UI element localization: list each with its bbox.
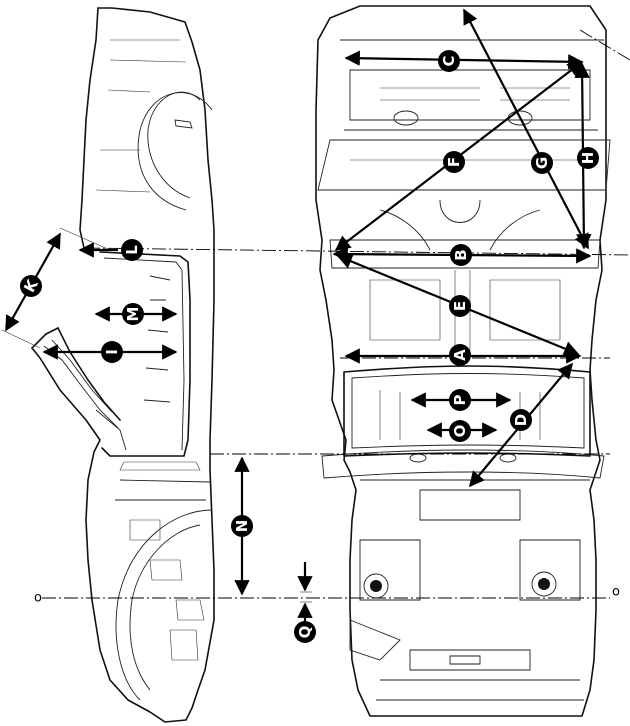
datum-left-symbol: o [34, 591, 42, 606]
svg-text:F: F [445, 157, 463, 167]
dimension-label-b: B [450, 244, 472, 266]
dimension-label-p: P [449, 389, 471, 411]
dimension-label-q: Q [294, 621, 316, 643]
dimension-label-h: H [577, 147, 599, 169]
svg-text:A: A [451, 349, 469, 361]
dimension-label-a: A [449, 344, 471, 366]
rear-reference-line [579, 29, 630, 61]
svg-text:B: B [452, 249, 470, 260]
svg-text:Q: Q [296, 626, 314, 639]
svg-text:D: D [512, 414, 530, 426]
dimension-label-o: O [449, 420, 471, 442]
dimension-line-g [463, 8, 589, 250]
dimension-label-m: M [122, 303, 144, 325]
dimension-label-f: F [443, 151, 465, 173]
svg-text:G: G [533, 157, 551, 169]
svg-text:M: M [124, 307, 142, 322]
dimension-label-e: E [449, 295, 471, 317]
svg-text:N: N [233, 520, 251, 533]
dimension-lines [5, 8, 592, 628]
svg-text:O: O [451, 425, 469, 438]
svg-text:H: H [579, 152, 597, 165]
dimension-label-c: C [438, 50, 460, 72]
datum-right-symbol: o [612, 585, 620, 600]
svg-text:E: E [451, 301, 469, 311]
dimension-label-n: N [231, 515, 253, 537]
svg-text:P: P [451, 395, 469, 406]
dimension-label-i: I [101, 341, 123, 363]
dimension-label-l: L [121, 239, 143, 261]
svg-text:C: C [440, 55, 458, 66]
svg-text:L: L [123, 245, 141, 255]
svg-text:I: I [103, 349, 121, 355]
dimension-label-k: K [20, 275, 42, 297]
dimension-line-c [344, 50, 584, 70]
dimension-label-d: D [510, 409, 532, 431]
dimension-label-g: G [531, 152, 553, 174]
side-view-body-shell [31, 7, 215, 723]
